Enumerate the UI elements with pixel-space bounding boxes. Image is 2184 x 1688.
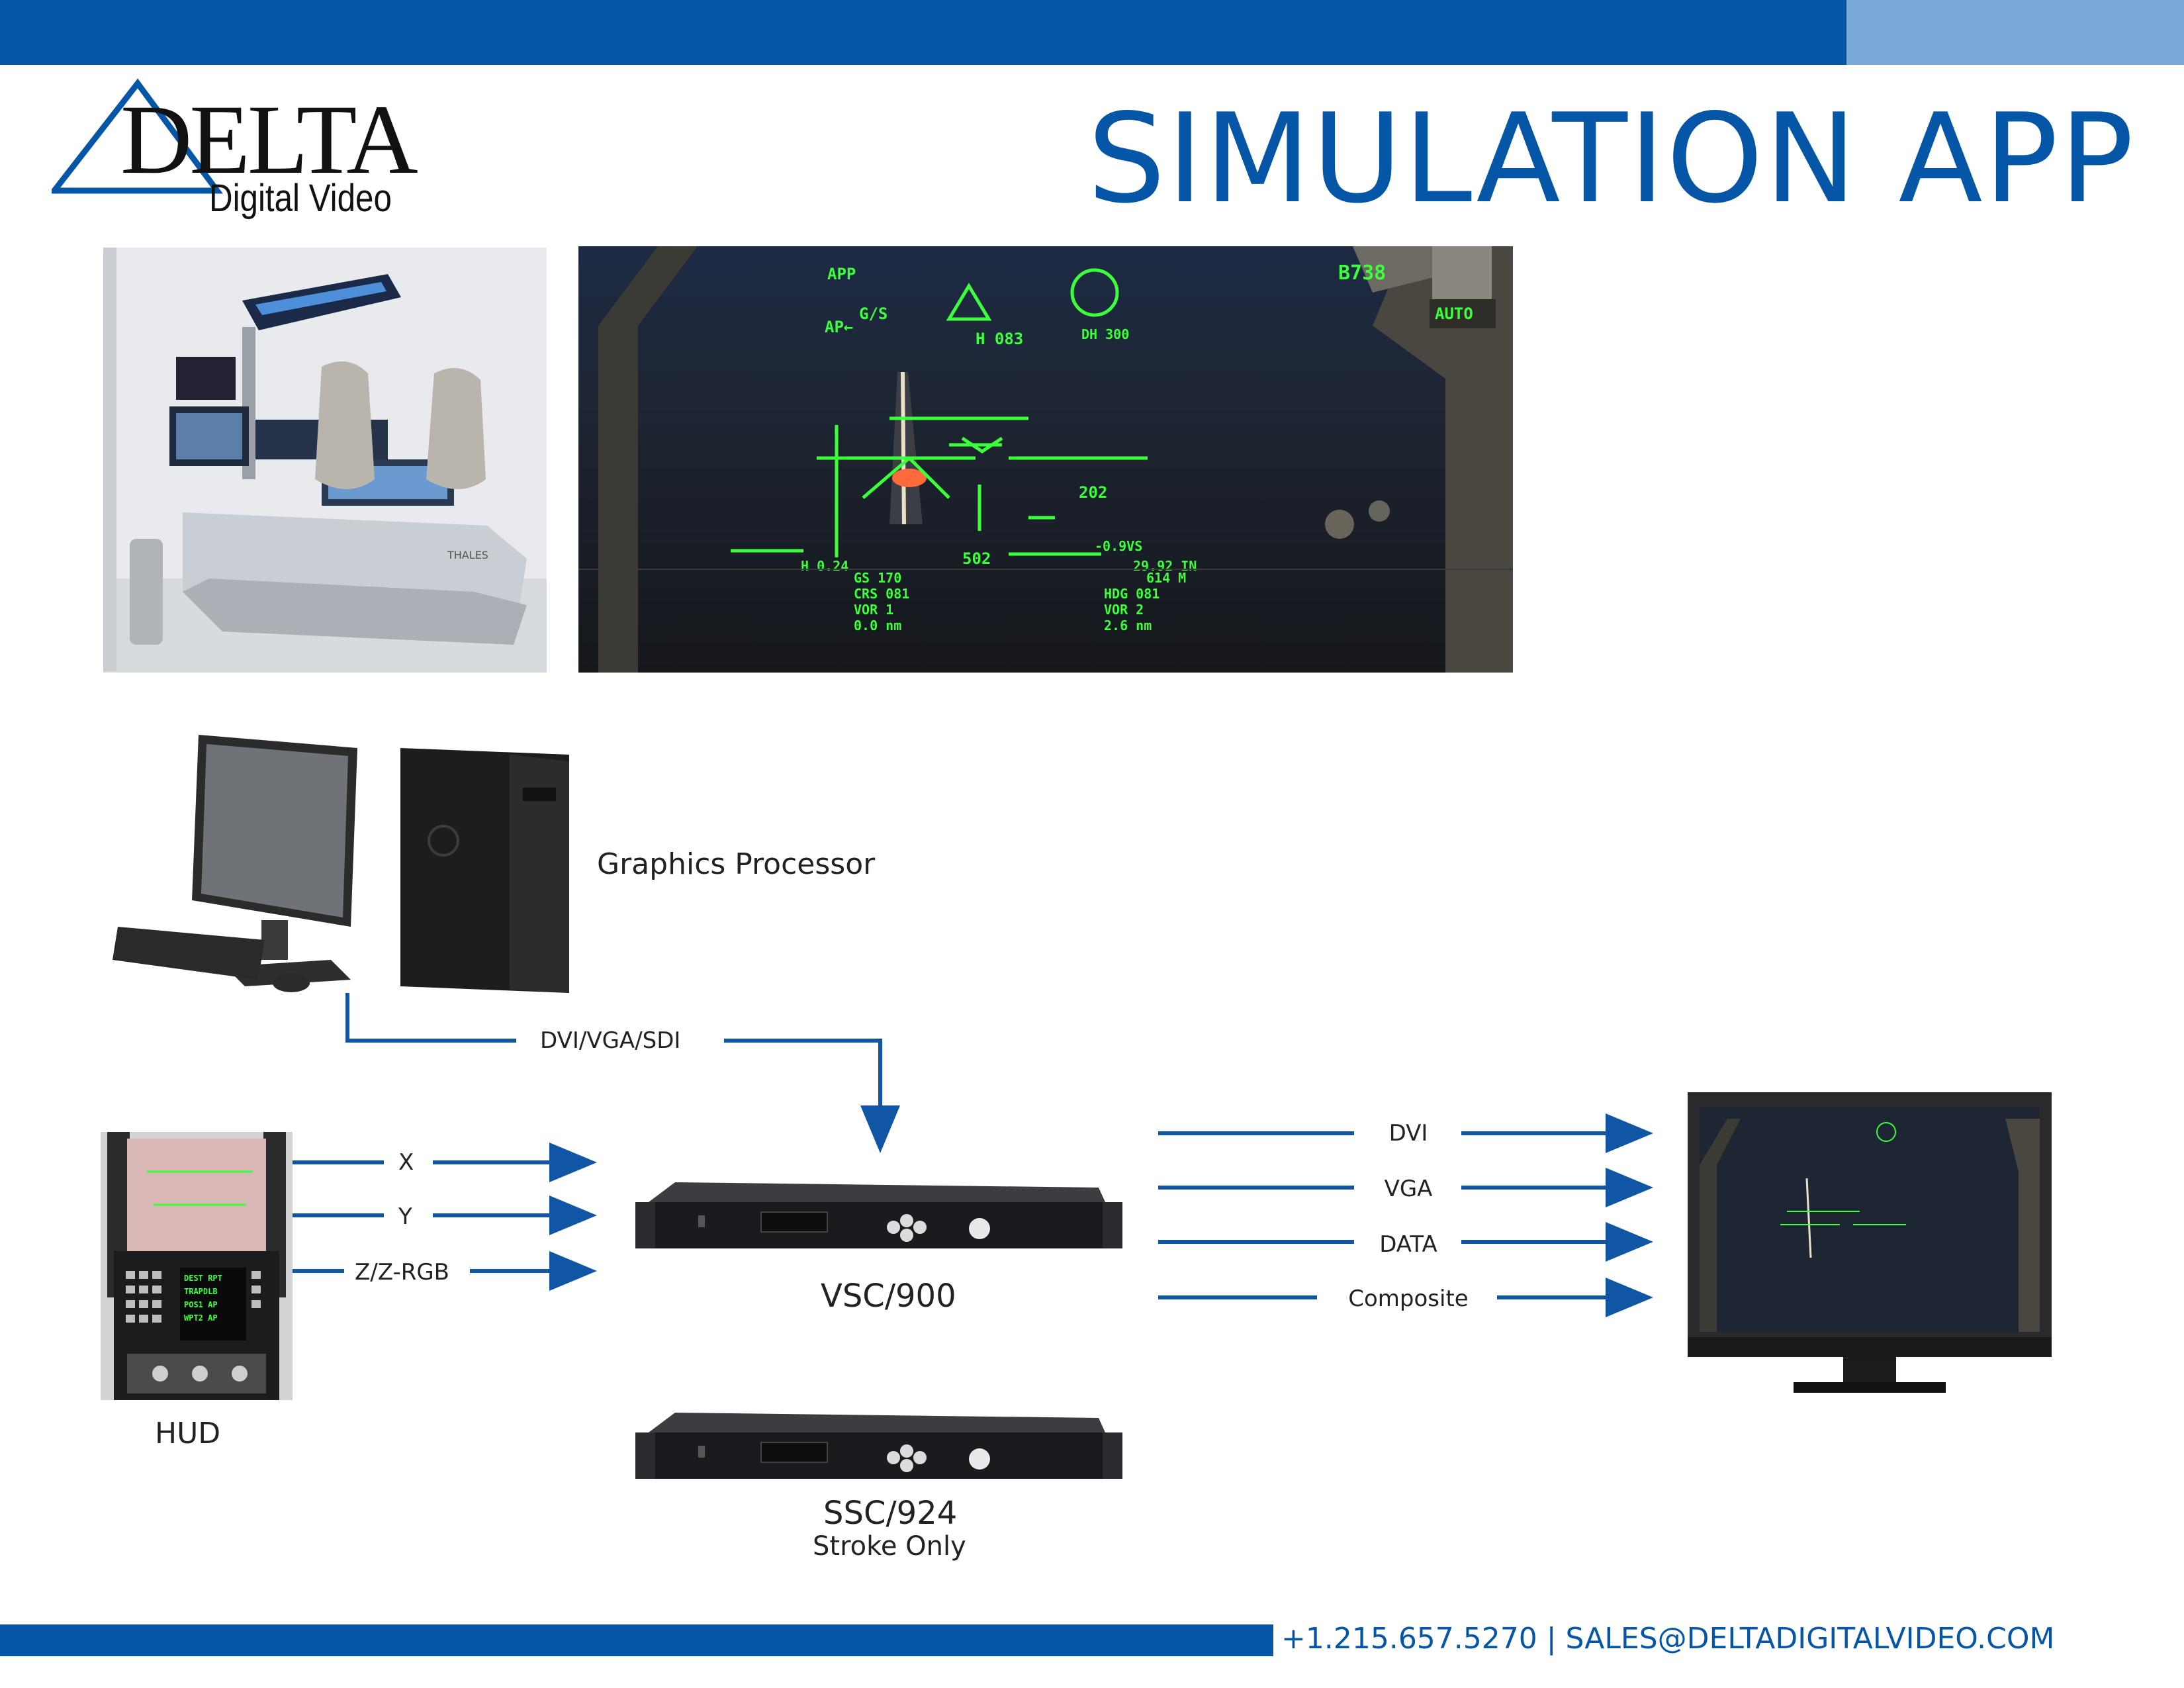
signal-label-dvi-vga-sdi: DVI/VGA/SDI [540, 1026, 680, 1055]
input-label-x: X [398, 1148, 414, 1177]
svg-text:TRAPDLB: TRAPDLB [184, 1287, 218, 1296]
footer-contact[interactable]: +1.215.657.5270 | SALES@DELTADIGITALVIDE… [1281, 1619, 2054, 1659]
output-label-composite: Composite [1321, 1284, 1496, 1313]
ssc924-sublabel: Stroke Only [813, 1529, 966, 1564]
vsc900-unit-image [635, 1176, 1122, 1255]
output-monitor-image [1688, 1092, 2052, 1397]
output-label-dvi: DVI [1355, 1119, 1461, 1148]
svg-text:POS1 AP: POS1 AP [184, 1300, 218, 1309]
svg-text:WPT2 AP: WPT2 AP [184, 1313, 218, 1323]
svg-text:DEST RPT: DEST RPT [184, 1274, 222, 1283]
ssc924-label: SSC/924 [823, 1493, 957, 1533]
output-label-vga: VGA [1355, 1174, 1461, 1203]
hud-label: HUD [155, 1414, 220, 1454]
output-label-data: DATA [1355, 1230, 1461, 1259]
footer-band [0, 1624, 1273, 1656]
ssc924-unit-image [635, 1406, 1122, 1485]
input-label-y: Y [398, 1202, 412, 1231]
vsc900-label: VSC/900 [821, 1276, 956, 1316]
hud-device-image: DEST RPT TRAPDLB POS1 AP WPT2 AP [101, 1132, 293, 1400]
input-label-z-rgb: Z/Z-RGB [355, 1258, 449, 1287]
